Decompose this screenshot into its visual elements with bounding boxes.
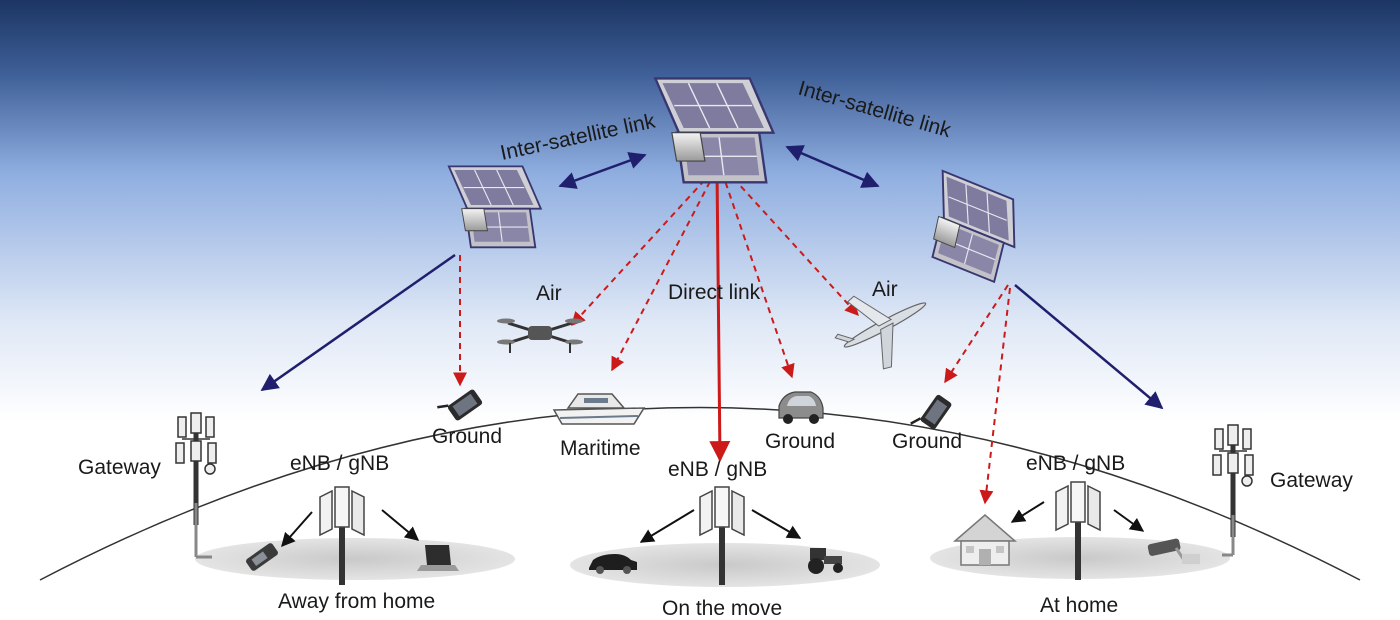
drone-icon (497, 318, 583, 353)
gateway-right-label: Gateway (1270, 469, 1353, 492)
on-the-move-label: On the move (662, 597, 782, 620)
ground-center-label: Ground (765, 430, 835, 453)
house-icon (952, 514, 1018, 566)
service-links (453, 169, 1011, 505)
car-icon-road (589, 554, 637, 574)
airplane-icon (834, 295, 927, 370)
earth-surface (39, 406, 1361, 581)
air-left-label: Air (536, 282, 562, 305)
tractor-icon (808, 548, 843, 574)
feeder-link-left (260, 253, 456, 392)
security-camera-icon (1147, 538, 1200, 564)
enb-gnb-right-label: eNB / gNB (1026, 452, 1125, 475)
away-from-home-label: Away from home (278, 590, 435, 613)
feeder-link-right (1014, 284, 1164, 410)
isl-left-arrow (558, 152, 647, 189)
maritime-label: Maritime (560, 437, 641, 460)
enb-gnb-center-label: eNB / gNB (668, 458, 767, 481)
local-links (281, 501, 1145, 548)
air-right-label: Air (872, 278, 898, 301)
laptop-icon (417, 545, 459, 571)
boat-icon (552, 393, 646, 425)
at-home-label: At home (1040, 594, 1118, 617)
direct-link-arrow (709, 169, 731, 463)
zone-away-from-home (195, 538, 515, 580)
ground-left-label: Ground (432, 425, 502, 448)
phone-icon-left (437, 389, 483, 421)
isl-right-arrow (785, 145, 880, 188)
direct-link-label: Direct link (668, 281, 761, 304)
phone-icon-right (910, 394, 952, 430)
enb-gnb-left-label: eNB / gNB (290, 452, 389, 475)
ground-right-label: Ground (892, 430, 962, 453)
mobile-phone-icon (246, 543, 278, 571)
car-icon (778, 391, 824, 424)
gateway-left-label: Gateway (78, 456, 161, 479)
